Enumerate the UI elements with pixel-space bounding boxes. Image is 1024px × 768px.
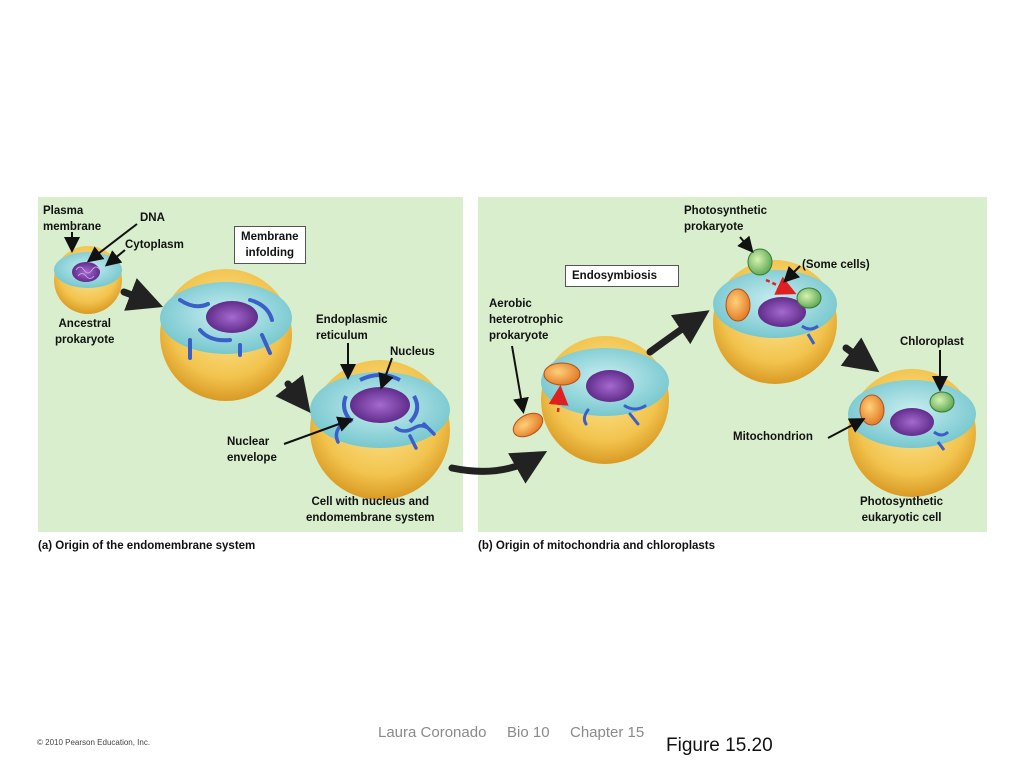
label-photosynthetic-prokaryote: Photosynthetic prokaryote [684,205,768,233]
ancestral-prokaryote-cell [54,246,122,314]
caption-panel-b: (b) Origin of mitochondria and chloropla… [478,540,716,552]
chloroplast-transfer-arrow [765,276,797,295]
label-membrane-infolding: Membrane infolding [234,226,306,264]
label-cytoplasm: Cytoplasm [125,239,184,251]
label-aerobic-prokaryote: Aerobic heterotrophic prokaryote [489,298,564,342]
footer-chapter: Chapter 15 [570,724,645,741]
label-chloroplast: Chloroplast [900,336,964,348]
photosynthetic-eukaryote-cell [848,369,976,497]
heterotrophic-eukaryote-cell [713,260,837,384]
label-pointers [64,223,948,445]
label-endoplasmic-reticulum: Endoplasmic reticulum [316,314,388,342]
footer-course: Bio 10 [507,724,550,741]
process-arrows [120,278,880,484]
figure-number: Figure 15.20 [666,735,773,756]
label-nucleus: Nucleus [390,346,435,358]
aerobic-prokaryote-entering [512,412,544,438]
label-ancestral-prokaryote: Ancestral prokaryote [55,318,115,346]
photosynthetic-prokaryote-cell [747,248,773,276]
label-endosymbiosis: Endosymbiosis [565,265,679,287]
infolding-cell [160,269,292,401]
label-some-cells: (Some cells) [802,259,870,271]
label-cell-with-nucleus: Cell with nucleus and endomembrane syste… [306,496,435,524]
host-cell-engulfing [541,336,669,464]
footer-author: Laura Coronado [378,724,487,741]
copyright-notice: © 2010 Pearson Education, Inc. [37,738,151,747]
label-photosynthetic-eukaryotic-cell: Photosynthetic eukaryotic cell [860,496,944,524]
label-nuclear-envelope: Nuclear envelope [227,436,277,464]
engulf-transfer-arrow [548,385,569,413]
label-plasma-membrane: Plasma membrane [43,205,102,233]
caption-panel-a: (a) Origin of the endomembrane system [38,540,256,552]
label-mitochondrion: Mitochondrion [733,431,813,443]
label-dna: DNA [140,212,165,224]
nucleated-cell [310,360,450,500]
